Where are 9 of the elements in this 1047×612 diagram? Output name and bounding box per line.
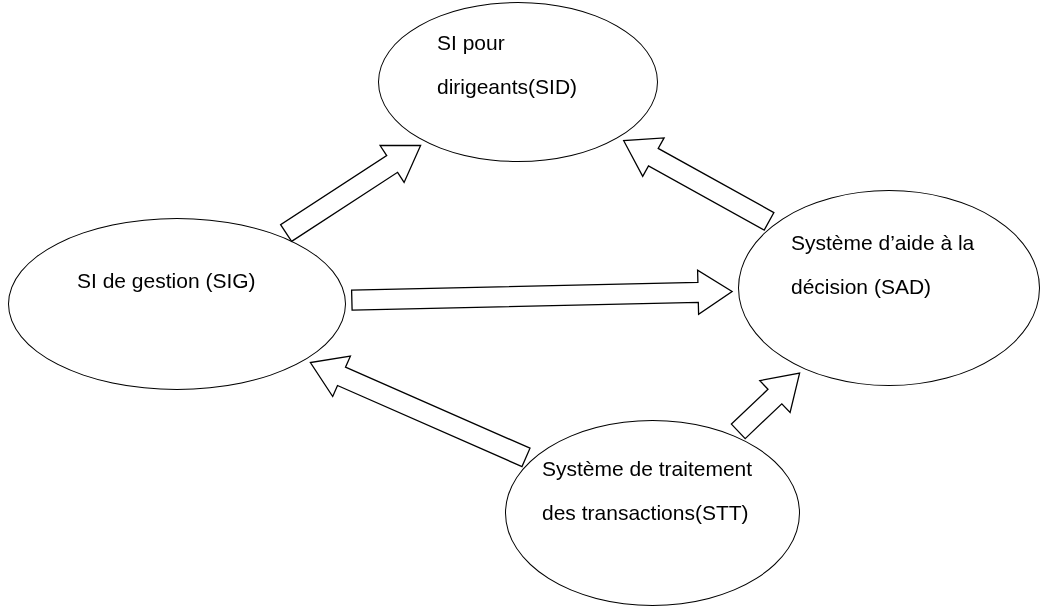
node-label: SI pour dirigeants(SID) (437, 30, 579, 100)
block-arrow (622, 137, 775, 231)
block-arrow (279, 144, 422, 243)
node-label: SI de gestion (SIG) (77, 268, 257, 294)
block-arrow (350, 269, 734, 316)
node-label: Système d’aide à la décision (SAD) (791, 230, 976, 300)
block-arrow (730, 372, 801, 440)
node-label: Système de traitement des transactions(STT) (542, 456, 754, 526)
block-arrow (309, 355, 531, 468)
